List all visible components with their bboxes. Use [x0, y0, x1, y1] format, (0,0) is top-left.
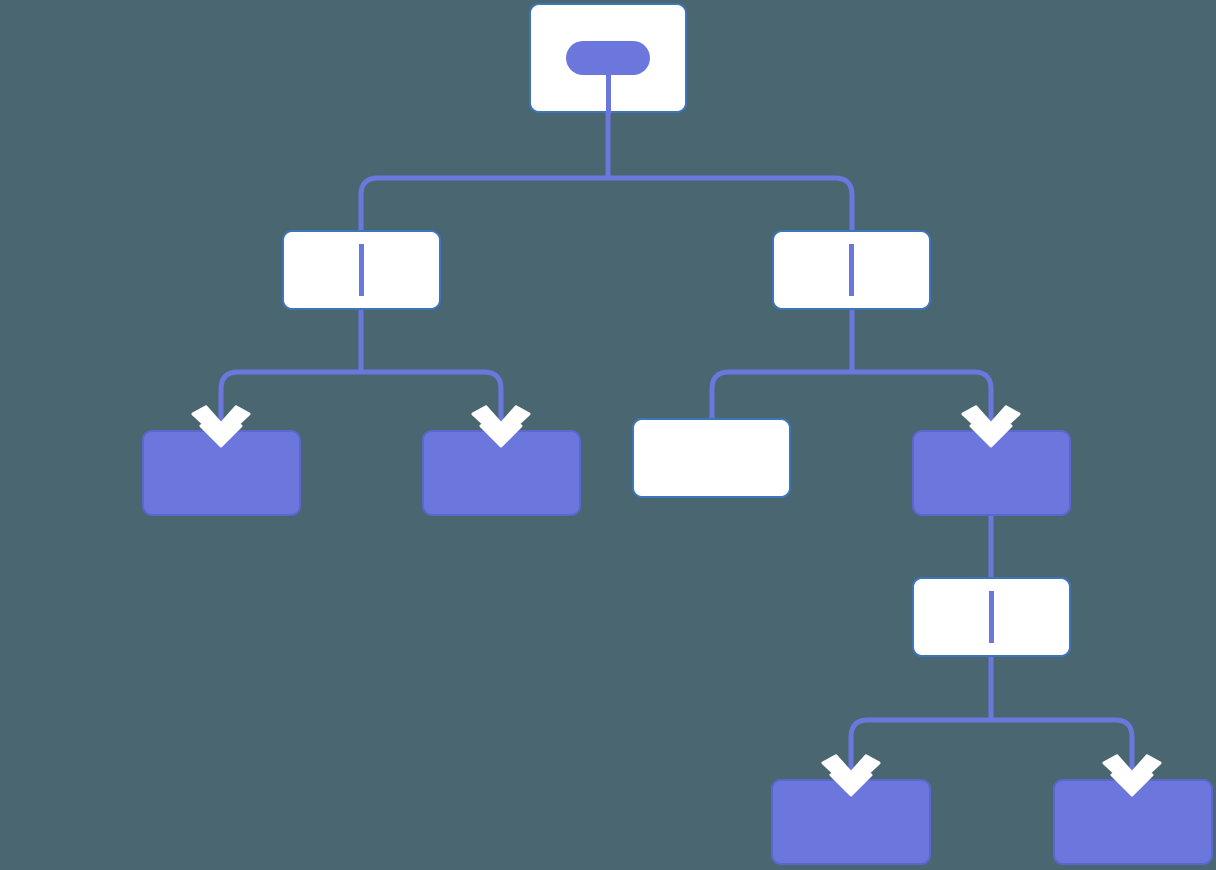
connector-edge: [988, 657, 1135, 789]
tree-node-n7[interactable]: [912, 577, 1071, 657]
tree-node-n0[interactable]: [529, 3, 687, 113]
connector-edge: [605, 113, 855, 230]
tree-node-n2[interactable]: [772, 230, 931, 310]
connector-edge: [358, 113, 611, 230]
tree-node-n6[interactable]: [912, 430, 1071, 516]
tree-node-n1[interactable]: [282, 230, 441, 310]
tree-node-n8[interactable]: [771, 779, 931, 865]
connector-edge: [218, 310, 364, 440]
tree-node-n9[interactable]: [1053, 779, 1213, 865]
connector-edge: [849, 310, 994, 440]
connector-edge: [848, 657, 994, 789]
tree-node-n4[interactable]: [422, 430, 581, 516]
connector-edge: [709, 310, 855, 418]
tree-node-n3[interactable]: [142, 430, 301, 516]
connector-edge: [358, 310, 504, 440]
tree-node-n5[interactable]: [632, 418, 791, 498]
